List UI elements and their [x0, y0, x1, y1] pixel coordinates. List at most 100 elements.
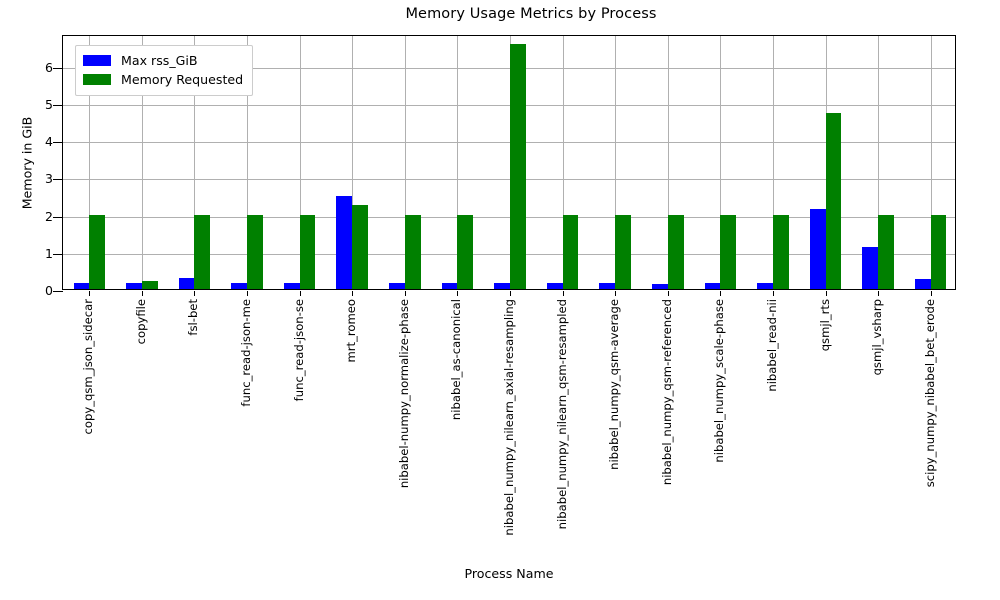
gridline-vertical — [300, 36, 301, 289]
gridline-vertical — [352, 36, 353, 289]
gridline-horizontal — [63, 104, 955, 106]
bar-memory-requested — [404, 214, 421, 289]
x-tick-label: fsl-bet — [186, 299, 201, 336]
plot-area — [63, 36, 955, 289]
y-tick-label: 2 — [45, 208, 53, 224]
bar-max-rss — [283, 283, 300, 289]
x-tick-mark — [194, 291, 195, 296]
x-tick-mark — [826, 291, 827, 296]
bar-memory-requested — [194, 214, 211, 289]
bar-memory-requested — [89, 214, 106, 289]
x-tick-label: nibabel_numpy_nilearn_axial-resampling — [502, 299, 517, 536]
legend-label-memory-requested: Memory Requested — [121, 72, 244, 87]
bar-memory-requested — [510, 43, 526, 289]
bar-memory-requested — [720, 214, 737, 289]
bar-max-rss — [178, 277, 195, 289]
bar-memory-requested — [772, 214, 789, 289]
gridline-vertical — [142, 36, 143, 289]
gridline-vertical — [720, 36, 721, 289]
y-tick-mark — [53, 104, 63, 106]
bar-max-rss — [231, 283, 248, 289]
y-tick-mark — [53, 253, 63, 255]
x-tick-label: nibabel_numpy_nilearn_qsm-resampled — [555, 299, 570, 530]
y-axis-label-text: Memory in GiB — [19, 116, 35, 209]
legend-item-memory-requested: Memory Requested — [83, 70, 243, 89]
gridline-vertical — [247, 36, 248, 289]
bar-max-rss — [389, 283, 405, 289]
x-tick-mark — [89, 291, 90, 296]
gridline-vertical — [878, 36, 879, 289]
bar-max-rss — [704, 283, 721, 289]
bar-max-rss — [599, 282, 616, 289]
x-tick-mark — [668, 291, 669, 296]
bar-memory-requested — [352, 204, 368, 289]
bar-max-rss — [914, 278, 931, 289]
x-tick-mark — [563, 291, 564, 296]
legend-swatch-blue-icon — [83, 55, 111, 66]
x-tick-label: func_read-json-se — [292, 299, 307, 402]
x-tick-label: nibabel_read-nii — [765, 299, 780, 392]
x-tick-label: nibabel-numpy_normalize-phase — [397, 299, 412, 489]
gridline-horizontal — [63, 253, 955, 255]
y-tick-mark — [53, 67, 63, 69]
bar-max-rss — [757, 283, 773, 289]
y-tick-label: 6 — [45, 59, 53, 75]
x-tick-label: nibabel_as-canonical — [449, 299, 464, 421]
bar-memory-requested — [141, 280, 158, 289]
gridline-vertical — [405, 36, 406, 289]
x-tick-label: mrt_romeo — [344, 299, 359, 363]
legend-label-max-rss: Max rss_GiB — [121, 53, 198, 68]
x-tick-label: func_read-json-me — [239, 299, 254, 407]
y-tick-label: 3 — [45, 171, 53, 187]
gridline-horizontal — [63, 142, 955, 144]
bar-max-rss — [126, 283, 142, 289]
bar-memory-requested — [562, 214, 579, 289]
gridline-vertical — [563, 36, 564, 289]
bar-memory-requested — [878, 214, 894, 289]
gridline-vertical — [615, 36, 616, 289]
gridline-vertical — [89, 36, 90, 289]
bar-memory-requested — [667, 214, 684, 289]
bar-memory-requested — [457, 214, 474, 289]
gridline-vertical — [773, 36, 774, 289]
y-tick-mark — [53, 179, 63, 181]
bar-max-rss — [862, 247, 879, 289]
gridline-vertical — [194, 36, 195, 289]
bar-max-rss — [73, 283, 90, 289]
x-tick-label: qsmjl_vsharp — [870, 299, 885, 376]
gridline-vertical — [931, 36, 932, 289]
x-tick-mark — [142, 291, 143, 296]
bar-max-rss — [546, 283, 563, 289]
x-tick-mark — [773, 291, 774, 296]
x-tick-label: qsmjl_rts — [818, 299, 833, 352]
x-tick-label: nibabel_numpy_scale-phase — [712, 299, 727, 463]
x-tick-mark — [720, 291, 721, 296]
bar-memory-requested — [299, 214, 316, 289]
bar-memory-requested — [930, 214, 947, 289]
x-tick-mark — [247, 291, 248, 296]
x-tick-label: copy_qsm_json_sidecar — [81, 299, 96, 435]
x-tick-label: copyfile — [134, 299, 149, 345]
y-tick-mark — [53, 216, 63, 218]
chart-title-text: Memory Usage Metrics by Process — [405, 6, 657, 22]
gridline-vertical — [457, 36, 458, 289]
x-tick-label: nibabel_numpy_qsm-referenced — [660, 299, 675, 486]
x-tick-mark — [457, 291, 458, 296]
x-tick-mark — [615, 291, 616, 296]
x-tick-mark — [405, 291, 406, 296]
gridline-horizontal — [63, 216, 955, 218]
bar-max-rss — [651, 284, 668, 289]
bar-max-rss — [336, 195, 353, 289]
x-tick-mark — [878, 291, 879, 296]
x-tick-mark — [300, 291, 301, 296]
x-tick-mark — [510, 291, 511, 296]
chart-title: Memory Usage Metrics by Process — [0, 6, 1000, 22]
legend-item-max-rss: Max rss_GiB — [83, 51, 243, 70]
gridline-vertical — [668, 36, 669, 289]
x-axis-label: Process Name — [464, 566, 554, 581]
y-tick-label: 0 — [45, 282, 53, 298]
bar-memory-requested — [825, 112, 842, 289]
bar-max-rss — [809, 208, 826, 289]
